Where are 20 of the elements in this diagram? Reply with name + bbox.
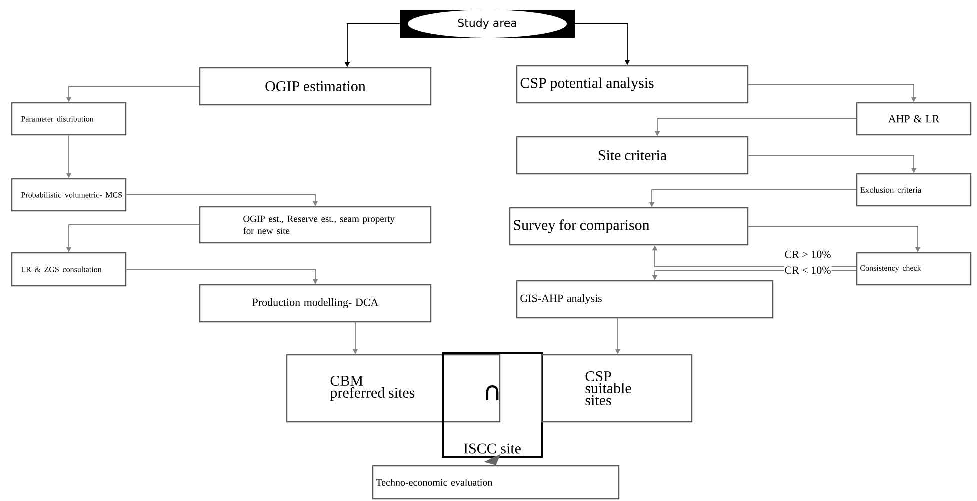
edge-label: CR < 10% (784, 266, 832, 275)
process-box: OGIP est., Reserve est., seam property for new site (199, 206, 432, 244)
process-box: CSP suitable sites (541, 354, 693, 423)
study-area-banner: Study area (400, 10, 575, 38)
process-box: GIS-AHP analysis (516, 280, 774, 319)
process-box: OGIP estimation (199, 67, 432, 106)
edge-label: CR > 10% (784, 250, 832, 259)
process-box: AHP & LR (856, 102, 972, 136)
process-box: Techno-economic evaluation (372, 465, 620, 500)
intersection-symbol: ∩ (486, 385, 499, 401)
process-box: Site criteria (516, 136, 749, 175)
process-box: CSP potential analysis (516, 65, 749, 104)
box-label: ISCC site (464, 444, 521, 454)
process-box: Probabilistic volumetric- MCS (11, 178, 127, 212)
process-box: Consistency check (856, 252, 972, 286)
process-box: Parameter distribution (11, 102, 127, 136)
process-box: Production modelling- DCA (199, 284, 432, 323)
process-box: LR & ZGS consultation (11, 252, 127, 287)
process-box: Exclusion criteria (856, 173, 972, 207)
process-box: Survey for comparison (509, 207, 749, 246)
